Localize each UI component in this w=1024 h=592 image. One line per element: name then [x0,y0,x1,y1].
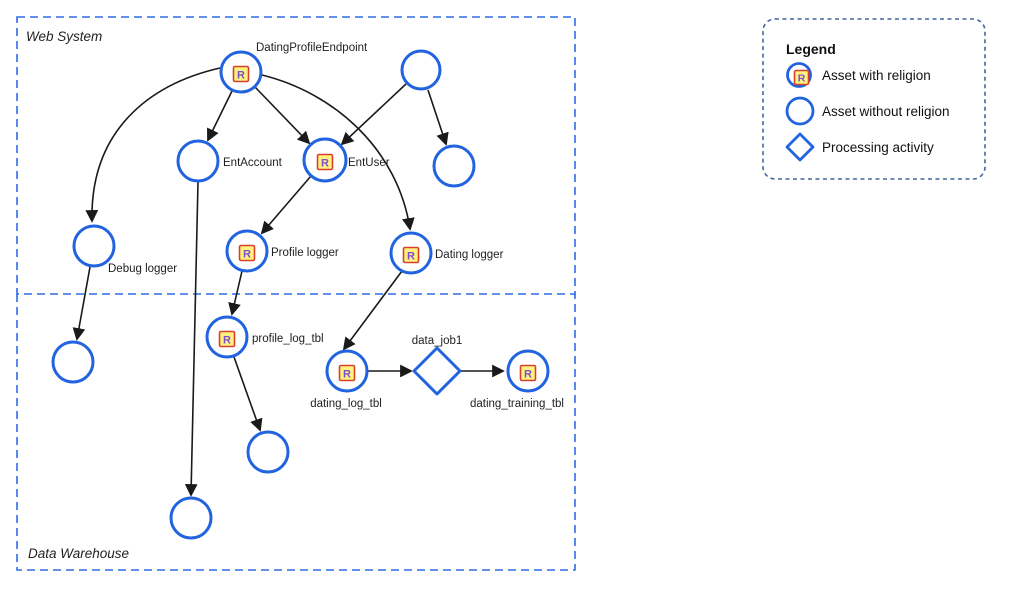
node-asset-dw-mid [246,430,290,474]
edge-datingprofileendpoint-entaccount [207,90,233,142]
religion-badge-letter: R [237,70,245,82]
node-dating-profile-endpoint: R DatingProfileEndpoint [219,42,368,94]
node-data-job1: data_job1 [412,335,463,396]
node-asset-dw-bottom [169,496,213,540]
asset-circle [169,496,213,540]
edge-endpoint2-entuser [340,83,407,146]
asset-circle [432,144,476,188]
processing-activity-diamond [412,346,462,396]
religion-badge-icon [316,153,334,171]
node-profile-logger: R Profile logger [225,229,339,273]
asset-circle [400,49,442,91]
node-label: dating_log_tbl [310,398,382,410]
religion-badge-letter: R [407,251,415,263]
asset-with-religion-icon: R [786,62,812,88]
legend: Legend R Asset with religion Asset witho… [762,18,986,180]
node-label: Dating logger [435,249,504,261]
religion-badge-icon [232,65,250,83]
node-label: Debug logger [108,263,177,275]
edge-entaccount-assetdwbottom [184,181,199,497]
node-profile-log-tbl: R profile_log_tbl [205,315,324,359]
node-dating-training-tbl: R dating_training_tbl [470,349,564,410]
edge-entuser-profilelogger [260,175,312,235]
religion-badge-icon [218,330,236,348]
legend-item-asset-without-religion: Asset without religion [785,96,950,126]
legend-item-label: Processing activity [822,140,934,155]
edge-datingprofileendpoint-entuser [254,86,311,145]
edge-profilelogger-profilelogtbl [228,270,243,316]
asset-circle [246,430,290,474]
node-ent-user: R EntUser [302,137,390,183]
edge-debuglogger-assetdwleft [72,266,91,341]
svg-text:R: R [798,73,806,85]
nodes: R DatingProfileEndpoint EntAccount R Ent… [51,42,564,540]
edge-profilelogtbl-assetdwmid [233,356,263,432]
religion-badge-icon [519,364,537,382]
asset-without-religion-icon [785,96,815,126]
legend-title: Legend [786,41,836,57]
legend-item-processing-activity: Processing activity [785,132,934,162]
node-ent-account: EntAccount [176,139,283,183]
religion-badge-letter: R [343,369,351,381]
legend-item-label: Asset with religion [822,68,931,83]
religion-badge-letter: R [524,369,532,381]
legend-item-label: Asset without religion [822,104,950,119]
node-dating-logger: R Dating logger [389,231,504,275]
edge-datingprofileendpoint-debuglogger [85,67,221,223]
node-asset-right [432,144,476,188]
legend-box [762,18,986,180]
processing-activity-icon [785,132,815,162]
data-warehouse-container [16,294,576,571]
edge-endpoint2-assetright [427,89,449,146]
node-label: data_job1 [412,335,463,347]
religion-badge-letter: R [321,158,329,170]
node-label: Profile logger [271,247,339,259]
religion-badge-icon [338,364,356,382]
node-label: dating_training_tbl [470,398,564,410]
religion-badge-icon [402,246,420,264]
edge-datinglogger-datinglogtbl [342,270,403,351]
node-dating-log-tbl: R dating_log_tbl [310,349,382,410]
node-label: EntUser [348,157,390,169]
web-system-label: Web System [26,29,102,44]
asset-circle [51,340,95,384]
religion-badge-icon [238,244,256,262]
religion-badge-letter: R [243,249,251,261]
node-asset-dw-left [51,340,95,384]
asset-circle [72,224,116,268]
edges [72,67,505,497]
node-label: DatingProfileEndpoint [256,42,368,54]
node-label: EntAccount [223,157,283,169]
node-endpoint-2 [400,49,442,91]
religion-badge-letter: R [223,335,231,347]
node-debug-logger: Debug logger [72,224,177,275]
data-warehouse-label: Data Warehouse [28,546,129,561]
legend-item-asset-with-religion: R Asset with religion [786,62,931,88]
asset-circle [176,139,220,183]
web-system-container [16,16,576,295]
node-label: profile_log_tbl [252,333,324,345]
